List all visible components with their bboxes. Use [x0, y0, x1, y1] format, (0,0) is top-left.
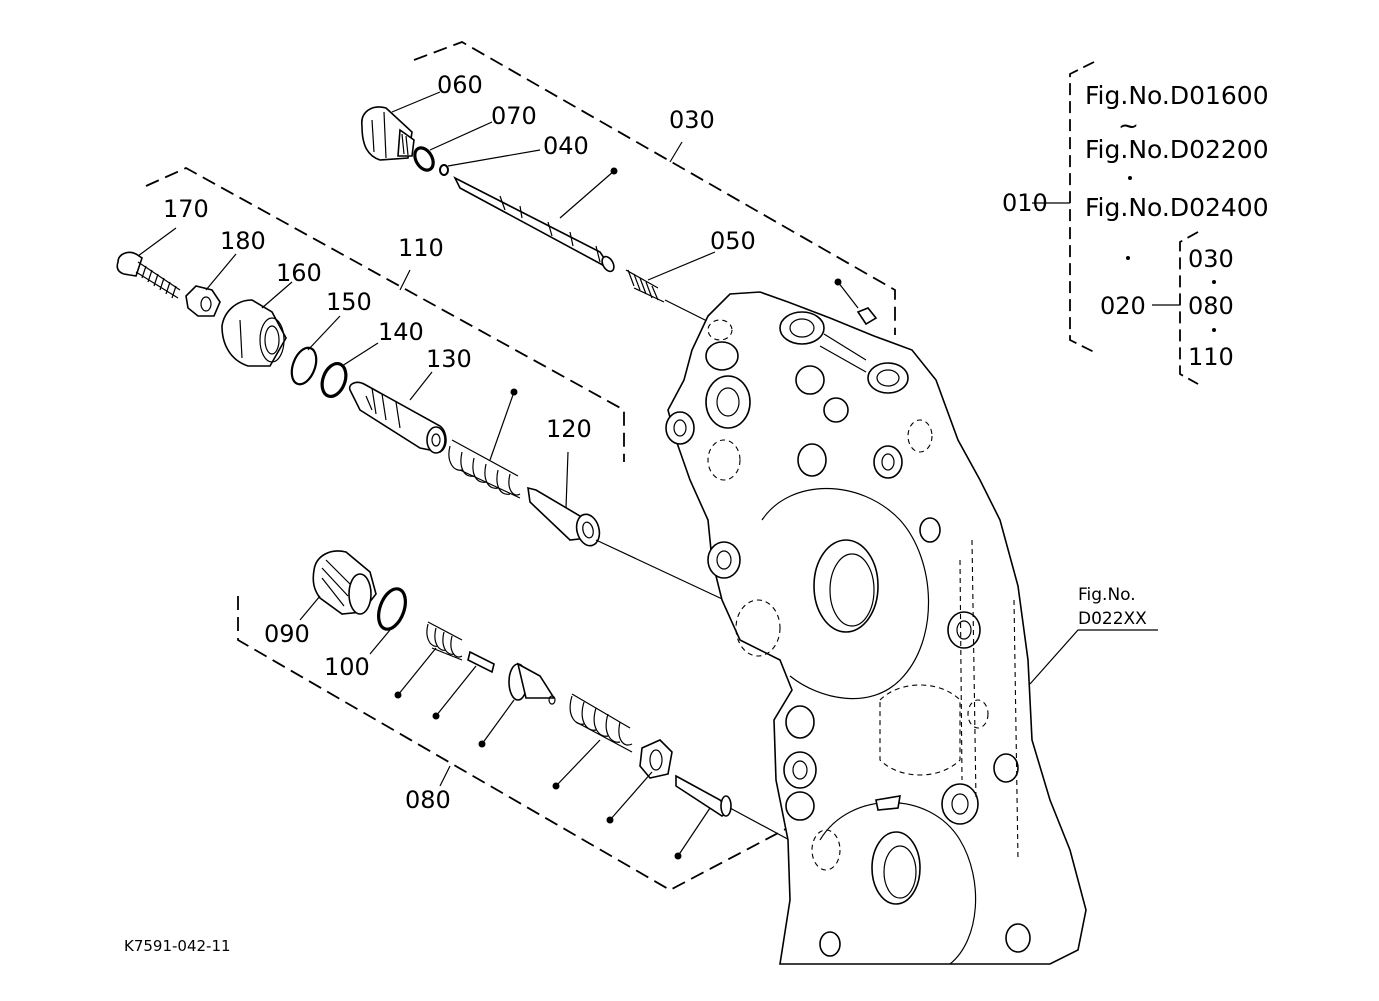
poppet-120 — [527, 486, 601, 547]
rod-080 — [675, 774, 732, 817]
plug-160 — [221, 299, 287, 367]
callout-020: 020 — [1100, 292, 1146, 320]
callout-050: 050 — [710, 227, 756, 255]
callout-080: 080 — [405, 786, 451, 814]
o-ring-150 — [290, 346, 318, 386]
piston-130 — [348, 381, 447, 454]
group-030-outline — [413, 41, 896, 335]
bracket-010 — [1069, 61, 1095, 353]
spool-030 — [453, 176, 615, 273]
callout-100: 100 — [324, 653, 370, 681]
callout-090: 090 — [264, 620, 310, 648]
housing-ref-leader — [1029, 629, 1158, 685]
bolt-170 — [116, 251, 181, 299]
callout-150: 150 — [326, 288, 372, 316]
group-030-leader — [669, 141, 683, 163]
callout-170: 170 — [163, 195, 209, 223]
spring-080-small — [426, 621, 463, 661]
retainer-080 — [508, 662, 556, 705]
fig-ref-2: Fig.No.D02200 — [1085, 135, 1269, 164]
plug-090 — [312, 550, 377, 615]
callout-040: 040 — [543, 132, 589, 160]
fig-ref-1: Fig.No.D01600 — [1085, 81, 1269, 110]
nut-180 — [185, 285, 221, 317]
o-ring-100 — [377, 587, 407, 631]
callout-010: 010 — [1002, 189, 1048, 217]
ring-040 — [439, 164, 449, 176]
sub-ref-030: 030 — [1188, 245, 1234, 273]
callout-030: 030 — [669, 106, 715, 134]
callout-110: 110 — [398, 234, 444, 262]
callout-140: 140 — [378, 318, 424, 346]
callout-160: 160 — [276, 259, 322, 287]
guide-080 — [639, 739, 673, 779]
fig-ref-3: Fig.No.D02400 — [1085, 193, 1269, 222]
bracket-020 — [1179, 231, 1199, 385]
housing-ref-line2: D022XX — [1078, 609, 1147, 629]
housing-ref-line1: Fig.No. — [1078, 585, 1136, 605]
callout-070: 070 — [491, 102, 537, 130]
callout-060: 060 — [437, 71, 483, 99]
callout-130: 130 — [426, 345, 472, 373]
group-110-outline — [145, 166, 625, 462]
group-080-outline — [237, 596, 1009, 892]
o-ring-070 — [413, 146, 435, 172]
drawing-code: K7591-042-11 — [124, 937, 231, 955]
pin-080 — [467, 650, 495, 674]
plug-060 — [361, 106, 415, 161]
spring-080-large — [569, 693, 633, 753]
valve-housing — [665, 291, 1087, 965]
fig-ref-tilde: ~ — [1118, 111, 1139, 140]
spring-050 — [625, 269, 665, 303]
sub-ref-080: 080 — [1188, 292, 1234, 320]
callout-120: 120 — [546, 415, 592, 443]
o-ring-140 — [320, 361, 348, 399]
sub-ref-110: 110 — [1188, 343, 1234, 371]
callout-180: 180 — [220, 227, 266, 255]
spring-110 — [448, 439, 521, 499]
